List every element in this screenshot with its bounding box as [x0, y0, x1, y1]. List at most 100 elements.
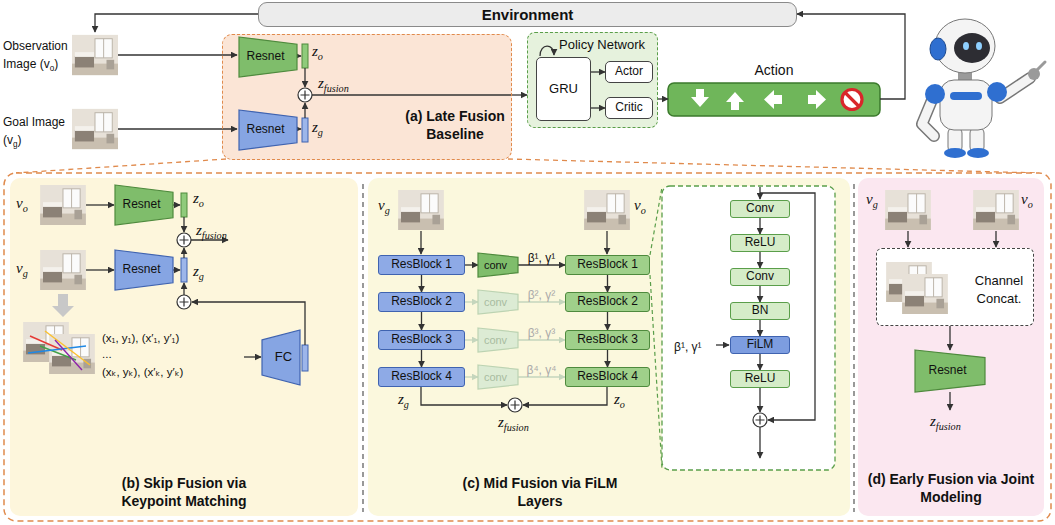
- connector: [421, 350, 422, 367]
- connector-line: [759, 218, 760, 234]
- resblock: ResBlock 3: [565, 330, 650, 350]
- connector-line: [512, 94, 527, 95]
- text-slot: Channel Concat.: [967, 271, 1031, 307]
- observation-image: [72, 35, 118, 75]
- node-text: (a) Late Fusion Baseline: [405, 108, 505, 142]
- resblock: ResBlock 3: [378, 330, 465, 350]
- trapezoid-outline: [478, 365, 518, 389]
- resblock: ResBlock 1: [378, 255, 465, 275]
- connector-line: [797, 14, 905, 99]
- resblock: ResBlock 4: [378, 367, 465, 387]
- conv-layer: conv: [478, 328, 518, 352]
- connector-line: [759, 354, 760, 370]
- connector-line: [465, 301, 478, 302]
- math-symbol: zo: [193, 190, 204, 206]
- subscript: g: [199, 271, 204, 282]
- node-text: (c) Mid Fusion via FiLM Layers: [463, 475, 618, 509]
- connector: [797, 14, 905, 99]
- conv-layer: conv: [478, 365, 518, 389]
- connector: [465, 302, 478, 303]
- node-text: ResBlock 2: [391, 295, 452, 309]
- policy-ground: [527, 32, 658, 128]
- node-text: FiLM: [747, 338, 774, 352]
- subscript: g: [404, 399, 409, 410]
- node-text: conv: [484, 371, 507, 384]
- goal-image: [398, 190, 444, 230]
- label-slot: β¹, γ¹: [674, 337, 702, 355]
- node-text: Resnet: [246, 50, 284, 64]
- node-text: Resnet: [928, 364, 966, 378]
- math-symbol: vg: [866, 191, 878, 207]
- math-symbol: zfusion: [498, 414, 529, 430]
- node-text: ResBlock 1: [391, 258, 452, 272]
- math-symbol: vo: [634, 197, 646, 213]
- label-slot: zfusion: [930, 412, 961, 430]
- zoom-lines: [16, 159, 1039, 173]
- label-slot: (x₁, y₁), (x′₁, y′₁): [102, 328, 242, 346]
- edge-label-slot: β¹, γ¹: [512, 248, 572, 266]
- subscript: o: [23, 203, 28, 214]
- math-symbol: zg: [398, 391, 409, 407]
- connector-line: [607, 275, 608, 292]
- label-slot: zg: [193, 262, 204, 280]
- label-slot: zfusion: [498, 413, 529, 431]
- node-text: ResBlock 4: [391, 370, 452, 384]
- resblock: ResBlock 2: [378, 292, 465, 312]
- film-box: FiLM: [730, 336, 790, 354]
- connector: [760, 252, 761, 268]
- connector: [591, 72, 605, 73]
- label-slot: (xₖ, yₖ), (x′ₖ, y′ₖ): [102, 362, 242, 380]
- subscript: fusion: [936, 421, 961, 432]
- policy-network-region: Policy NetworkGRUActorCritic: [527, 32, 658, 128]
- node-text: conv: [484, 296, 507, 309]
- node-text: Resnet: [122, 263, 160, 277]
- node-text: ResBlock 1: [577, 258, 638, 272]
- node-text: Channel Concat.: [975, 273, 1023, 306]
- trapezoid-outline: [239, 110, 297, 150]
- node-text: Critic: [615, 101, 642, 115]
- layer-box: ReLU: [730, 370, 790, 388]
- math-symbol: vo: [1021, 191, 1033, 207]
- subscript: o: [620, 399, 625, 410]
- variant-panel: (d) Early Fusion via Joint ModelingChann…: [858, 178, 1044, 516]
- subscript: o: [199, 198, 204, 209]
- resblock: ResBlock 4: [565, 367, 650, 387]
- edge-label-slot: β³, γ³: [512, 323, 572, 341]
- concat-box: Channel Concat.: [876, 248, 1034, 326]
- subscript: g: [318, 127, 323, 138]
- flow-arrows: [86, 14, 996, 458]
- text-slot: Action: [668, 61, 880, 79]
- connector: [421, 312, 422, 330]
- label-slot: vo: [16, 194, 28, 212]
- late-fusion-region: (a) Late Fusion BaselineResnetResnet: [222, 34, 512, 160]
- node-text: ResBlock 4: [577, 370, 638, 384]
- node-text: Resnet: [122, 198, 160, 212]
- label-slot: vg: [866, 190, 878, 208]
- critic-box: Critic: [605, 97, 653, 119]
- annotation: (xₖ, yₖ), (x′ₖ, y′ₖ): [102, 366, 183, 378]
- keypoint-matches: [28, 331, 90, 370]
- layer-box: BN: [730, 302, 790, 320]
- subscript: o: [50, 64, 55, 73]
- feature-bars: [181, 44, 308, 371]
- goal-image: [40, 250, 86, 290]
- subscript: g: [385, 205, 390, 216]
- panel-b-ground: [10, 178, 358, 516]
- node-text: BN: [752, 304, 769, 318]
- text-slot: (a) Late Fusion Baseline: [399, 107, 511, 143]
- label-slot: zo: [614, 390, 625, 408]
- label-slot: zo: [193, 189, 204, 207]
- connector: [760, 218, 761, 234]
- subscript: fusion: [324, 83, 349, 94]
- film-parameters: β³, γ³: [528, 326, 556, 340]
- connector-line: [607, 312, 608, 330]
- trapezoid-outline: [115, 185, 173, 225]
- math-symbol: zg: [312, 119, 323, 135]
- math-symbol: vg: [16, 260, 28, 276]
- trapezoid-outline: [478, 328, 518, 352]
- scene-images: [23, 35, 1019, 374]
- trapezoid-outline: [478, 253, 518, 277]
- node-text: Conv: [746, 270, 774, 284]
- node-text: Policy Network: [559, 37, 645, 52]
- concat-image: [902, 274, 948, 314]
